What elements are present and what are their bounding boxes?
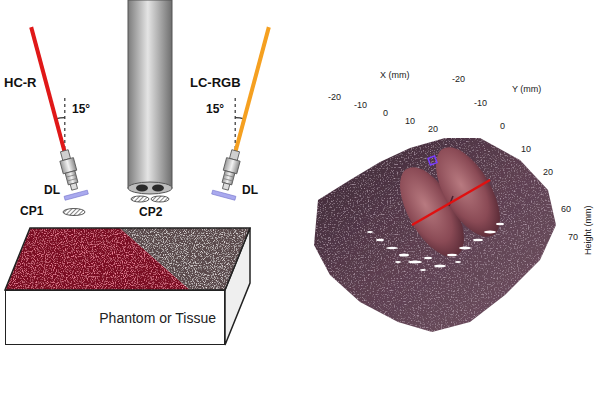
highlight [496,223,504,225]
part-label: DL [44,184,60,198]
axis-title: X (mm) [380,70,410,80]
diffuser-plate [212,190,236,200]
axis-title: Y (mm) [512,84,541,94]
tick-label: 0 [383,108,388,118]
polarizer-disc [63,209,85,216]
highlight [459,247,471,250]
tick-label: 70 [568,232,578,242]
fiber-label: LC-RGB [190,76,241,91]
highlight [367,231,373,233]
polarizer-disc [131,196,149,202]
highlight [399,254,409,257]
tick-label: 20 [428,124,438,134]
probe-channel [136,185,148,192]
tick-label: 0 [500,121,505,131]
probe-tip [128,182,172,194]
tick-label: -10 [354,100,367,110]
tick-label: 20 [543,167,553,177]
highlight [424,257,432,259]
tick-label: -20 [328,92,341,102]
highlight [386,247,398,249]
thread-line [224,175,234,178]
highlight [395,261,401,263]
angle-label: 15° [72,103,90,117]
thread-line [66,175,76,178]
node-text: Phantom or Tissue [99,310,216,326]
tick-label: 60 [561,204,571,214]
thread-line [67,178,77,181]
connector-tip [222,183,229,190]
tick-label: 10 [405,116,415,126]
connector-tip [70,183,77,190]
diffuser-plate [64,190,88,200]
highlight [455,261,461,263]
probe-body [128,0,172,188]
part-label: CP2 [139,206,162,220]
specular-highlights [367,223,504,271]
tick-label: -10 [474,98,487,108]
part-label: DL [242,184,258,198]
highlight [420,269,426,271]
fiber-label: HC-R [4,76,37,91]
tick-label: 10 [521,144,531,154]
grey-surface [120,228,250,290]
part-label: CP1 [20,205,43,219]
highlight [408,261,422,264]
angle-label: 15° [206,103,224,117]
probe-channel [152,185,164,192]
marker-square [428,156,437,165]
point-cloud [314,138,556,332]
axis-title: Height (mm) [583,205,593,255]
highlight [473,239,483,241]
highlight [434,265,446,268]
slab-top-outline [5,228,250,290]
thread-line [223,178,233,181]
highlight [484,231,496,234]
highlight [447,254,457,257]
slab-front: Phantom or Tissue [5,290,225,345]
tick-label: -20 [452,74,465,84]
polarizer-disc [151,196,169,202]
highlight [376,239,384,241]
profile-line [412,180,490,225]
